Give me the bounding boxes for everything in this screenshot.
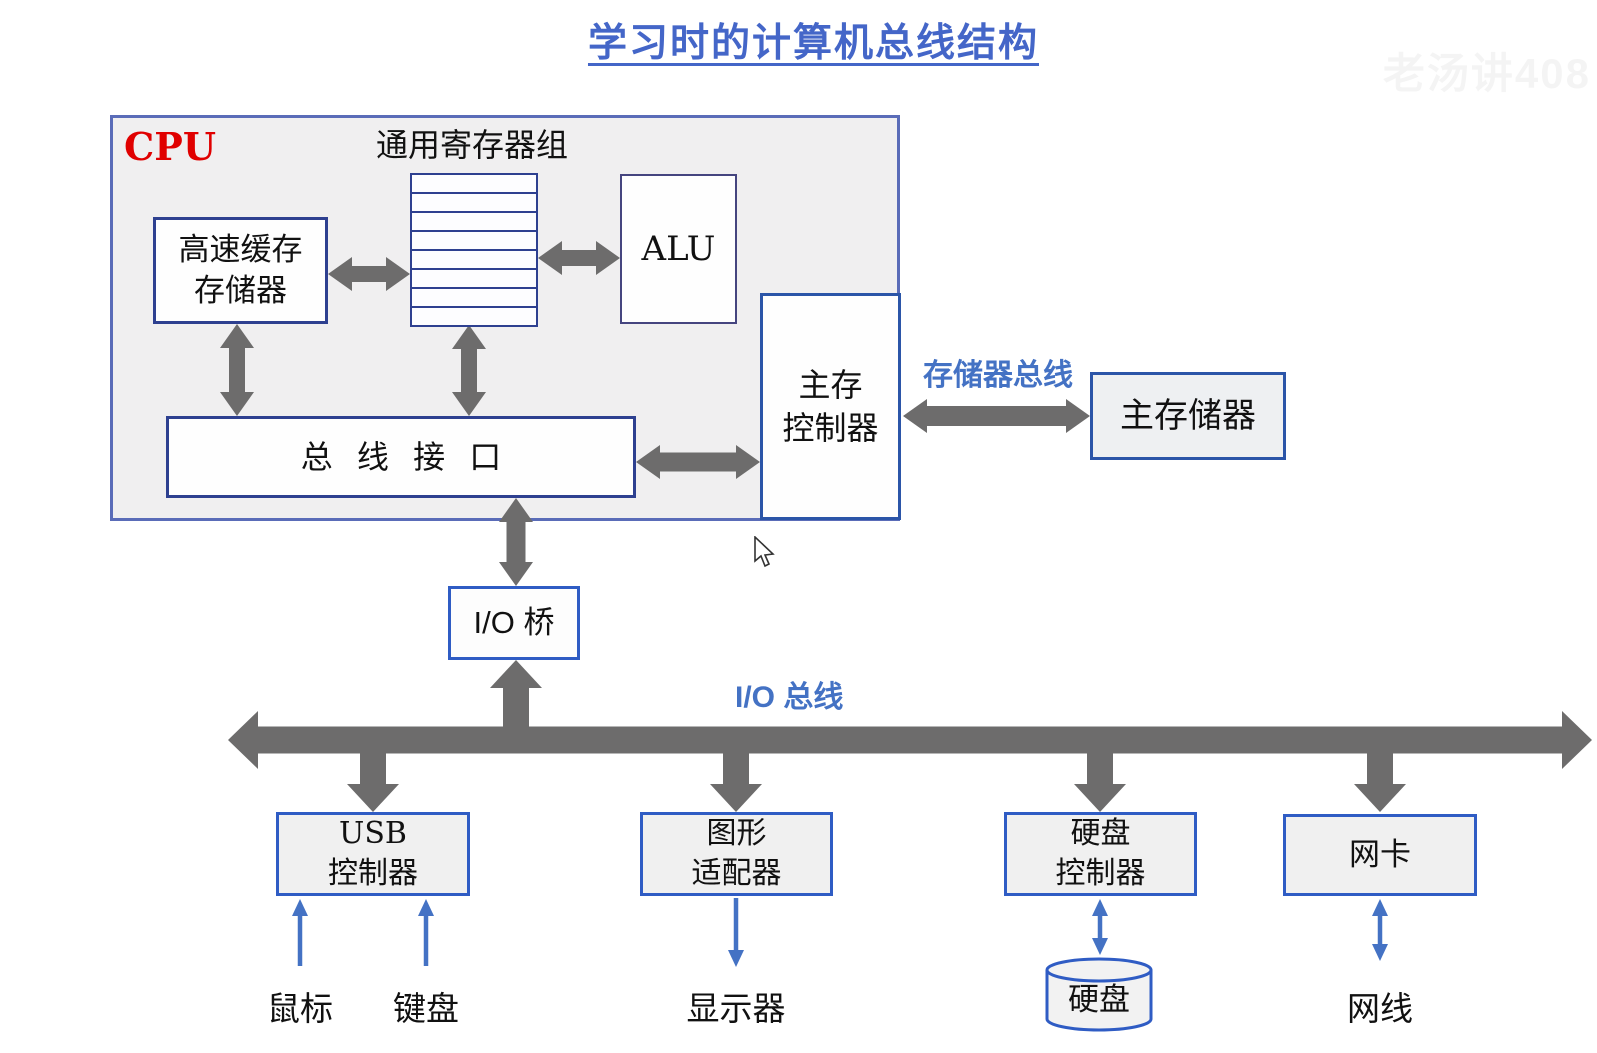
keyboard-label: 键盘 <box>393 989 459 1028</box>
io-bridge-box: I/O 桥 <box>448 586 580 660</box>
diagram-title: 学习时的计算机总线结构 <box>587 22 1039 65</box>
memory-controller-box: 主存 控制器 <box>760 293 901 520</box>
bus-interface-label: 总 线 接 口 <box>300 437 509 476</box>
register-row <box>412 270 536 289</box>
network-cable-label: 网线 <box>1347 989 1413 1028</box>
graphics-adapter-line1: 图形 <box>706 816 767 852</box>
register-row <box>412 289 536 308</box>
watermark: 老汤讲408 <box>1383 40 1591 101</box>
usb-controller-line2: 控制器 <box>328 856 418 891</box>
display-label: 显示器 <box>686 989 786 1028</box>
cache-box: 高速缓存 存储器 <box>153 217 328 324</box>
bus-interface-box: 总 线 接 口 <box>166 416 636 498</box>
network-card-label: 网卡 <box>1349 836 1411 873</box>
cache-label-line2: 存储器 <box>194 272 287 309</box>
io-bus-label: I/O 总线 <box>735 681 844 714</box>
main-memory-box: 主存储器 <box>1090 372 1286 460</box>
graphics-adapter-box: 图形 适配器 <box>640 812 833 896</box>
disk-controller-box: 硬盘 控制器 <box>1004 812 1197 896</box>
disk-controller-line2: 控制器 <box>1055 856 1146 891</box>
alu-label: ALU <box>641 228 716 269</box>
register-row <box>412 308 536 325</box>
register-row <box>412 175 536 194</box>
cache-label-line1: 高速缓存 <box>178 231 303 268</box>
mouse-cursor <box>754 536 775 568</box>
register-row <box>412 232 536 251</box>
main-memory-label: 主存储器 <box>1120 395 1256 436</box>
cpu-label: CPU <box>124 124 216 169</box>
memory-controller-line1: 主存 <box>798 366 863 405</box>
graphics-adapter-line2: 适配器 <box>691 856 782 891</box>
memory-bus-label: 存储器总线 <box>923 359 1073 392</box>
register-file-title: 通用寄存器组 <box>375 126 568 164</box>
mouse-label: 鼠标 <box>267 989 333 1028</box>
register-row <box>412 251 536 270</box>
usb-controller-line1: USB <box>339 816 407 852</box>
hard-disk-label: 硬盘 <box>1068 982 1130 1018</box>
register-row <box>412 194 536 213</box>
disk-controller-line1: 硬盘 <box>1070 816 1131 852</box>
network-card-box: 网卡 <box>1283 814 1477 896</box>
hard-disk-cylinder <box>1045 957 1153 1032</box>
register-row <box>412 213 536 232</box>
alu-box: ALU <box>620 174 737 324</box>
memory-controller-line2: 控制器 <box>782 408 879 447</box>
io-bridge-label: I/O 桥 <box>473 604 555 640</box>
register-file <box>410 173 538 327</box>
usb-controller-box: USB 控制器 <box>276 812 470 896</box>
